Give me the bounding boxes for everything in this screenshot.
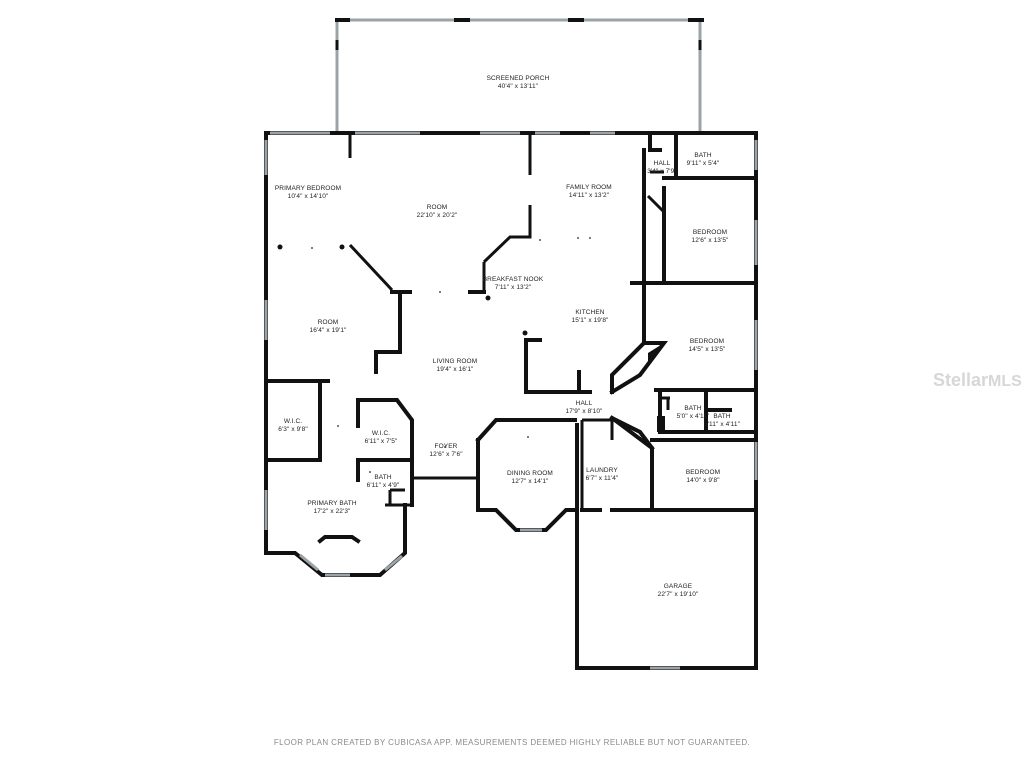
dining-walls: [412, 418, 579, 532]
footer-disclaimer: FLOOR PLAN CREATED BY CUBICASA APP. MEAS…: [273, 738, 751, 747]
room-name: BATH: [684, 405, 701, 412]
room-dims: 16'4" x 19'1": [310, 327, 348, 334]
room-name: PRIMARY BATH: [307, 500, 356, 507]
room-dims: 19'4" x 16'1": [437, 366, 475, 373]
room-name: HALL: [654, 160, 671, 167]
room-name: BEDROOM: [693, 229, 727, 236]
room-name: PRIMARY BEDROOM: [275, 185, 341, 192]
room-name: HALL: [576, 400, 593, 407]
room-name: ROOM: [427, 204, 448, 211]
room-name: BATH: [694, 152, 711, 159]
east-bath-walls: [657, 388, 758, 434]
room-dims: 6'3" x 9'8": [278, 426, 308, 433]
room-dims: 3'4" x 7'9": [647, 168, 677, 175]
room-dims: 12'6" x 7'6": [429, 451, 463, 458]
room-dims: 40'4" x 13'11": [498, 83, 539, 90]
room-dims: 14'5" x 13'5": [689, 346, 727, 353]
room-dims: 9'11" x 5'4": [687, 160, 720, 167]
room-name: BREAKFAST NOOK: [483, 276, 544, 283]
fixture-dots: [277, 237, 591, 473]
room-name: ROOM: [318, 319, 339, 326]
room-dims: 14'0" x 9'8": [686, 477, 720, 484]
room-name: FOYER: [435, 443, 458, 450]
room-name: LAUNDRY: [586, 467, 618, 474]
watermark-suffix: MLS: [988, 373, 1022, 390]
watermark-brand: Stellar: [933, 370, 989, 390]
room-label-wic-center: W.I.C.6'11" x 7'5": [365, 430, 398, 445]
room-name: BATH: [374, 474, 391, 481]
room-dims: 22'10" x 20'2": [417, 212, 458, 219]
room-name: SCREENED PORCH: [487, 75, 550, 82]
room-dims: 6'7" x 11'4": [586, 475, 619, 482]
room-dims: 6'11" x 7'5": [365, 438, 398, 445]
room-name: FAMILY ROOM: [566, 184, 612, 191]
room-name: DINING ROOM: [507, 470, 553, 477]
room-name: GARAGE: [664, 583, 693, 590]
room-name: W.I.C.: [284, 418, 302, 425]
west-interior-walls: [264, 135, 532, 462]
room-dims: 6'11" x 4'9": [367, 482, 400, 489]
room-dims: 10'4" x 14'10": [288, 193, 329, 200]
room-name: W.I.C.: [372, 430, 390, 437]
room-dims: 22'7" x 19'10": [658, 591, 699, 598]
porch-walls: [335, 18, 704, 132]
room-dims: 15'1" x 19'8": [572, 317, 610, 324]
room-dims: 7'11" x 13'2": [495, 284, 532, 291]
room-dims: 17'2" x 22'3": [314, 508, 352, 515]
room-dims: 12'7" x 14'1": [512, 478, 550, 485]
room-dims: 5'0" x 4'11": [677, 413, 710, 420]
stellar-mls-watermark: StellarMLS: [933, 370, 1022, 391]
room-dims: 5'11" x 4'11": [704, 421, 741, 428]
room-dims: 17'9" x 8'10": [566, 408, 604, 415]
room-dims: 12'6" x 13'5": [692, 237, 730, 244]
south-east-walls: [575, 415, 758, 670]
room-name: KITCHEN: [575, 309, 604, 316]
room-name: BEDROOM: [686, 469, 720, 476]
room-dims: 14'11" x 13'2": [569, 192, 610, 199]
room-name: BATH: [713, 413, 730, 420]
room-name: LIVING ROOM: [433, 358, 477, 365]
exterior-walls: [264, 131, 758, 555]
room-name: BEDROOM: [690, 338, 724, 345]
room-label-wic-west: W.I.C.6'3" x 9'8": [278, 418, 308, 433]
primary-bath-walls: [264, 458, 414, 577]
central-interior-walls: [524, 131, 758, 395]
